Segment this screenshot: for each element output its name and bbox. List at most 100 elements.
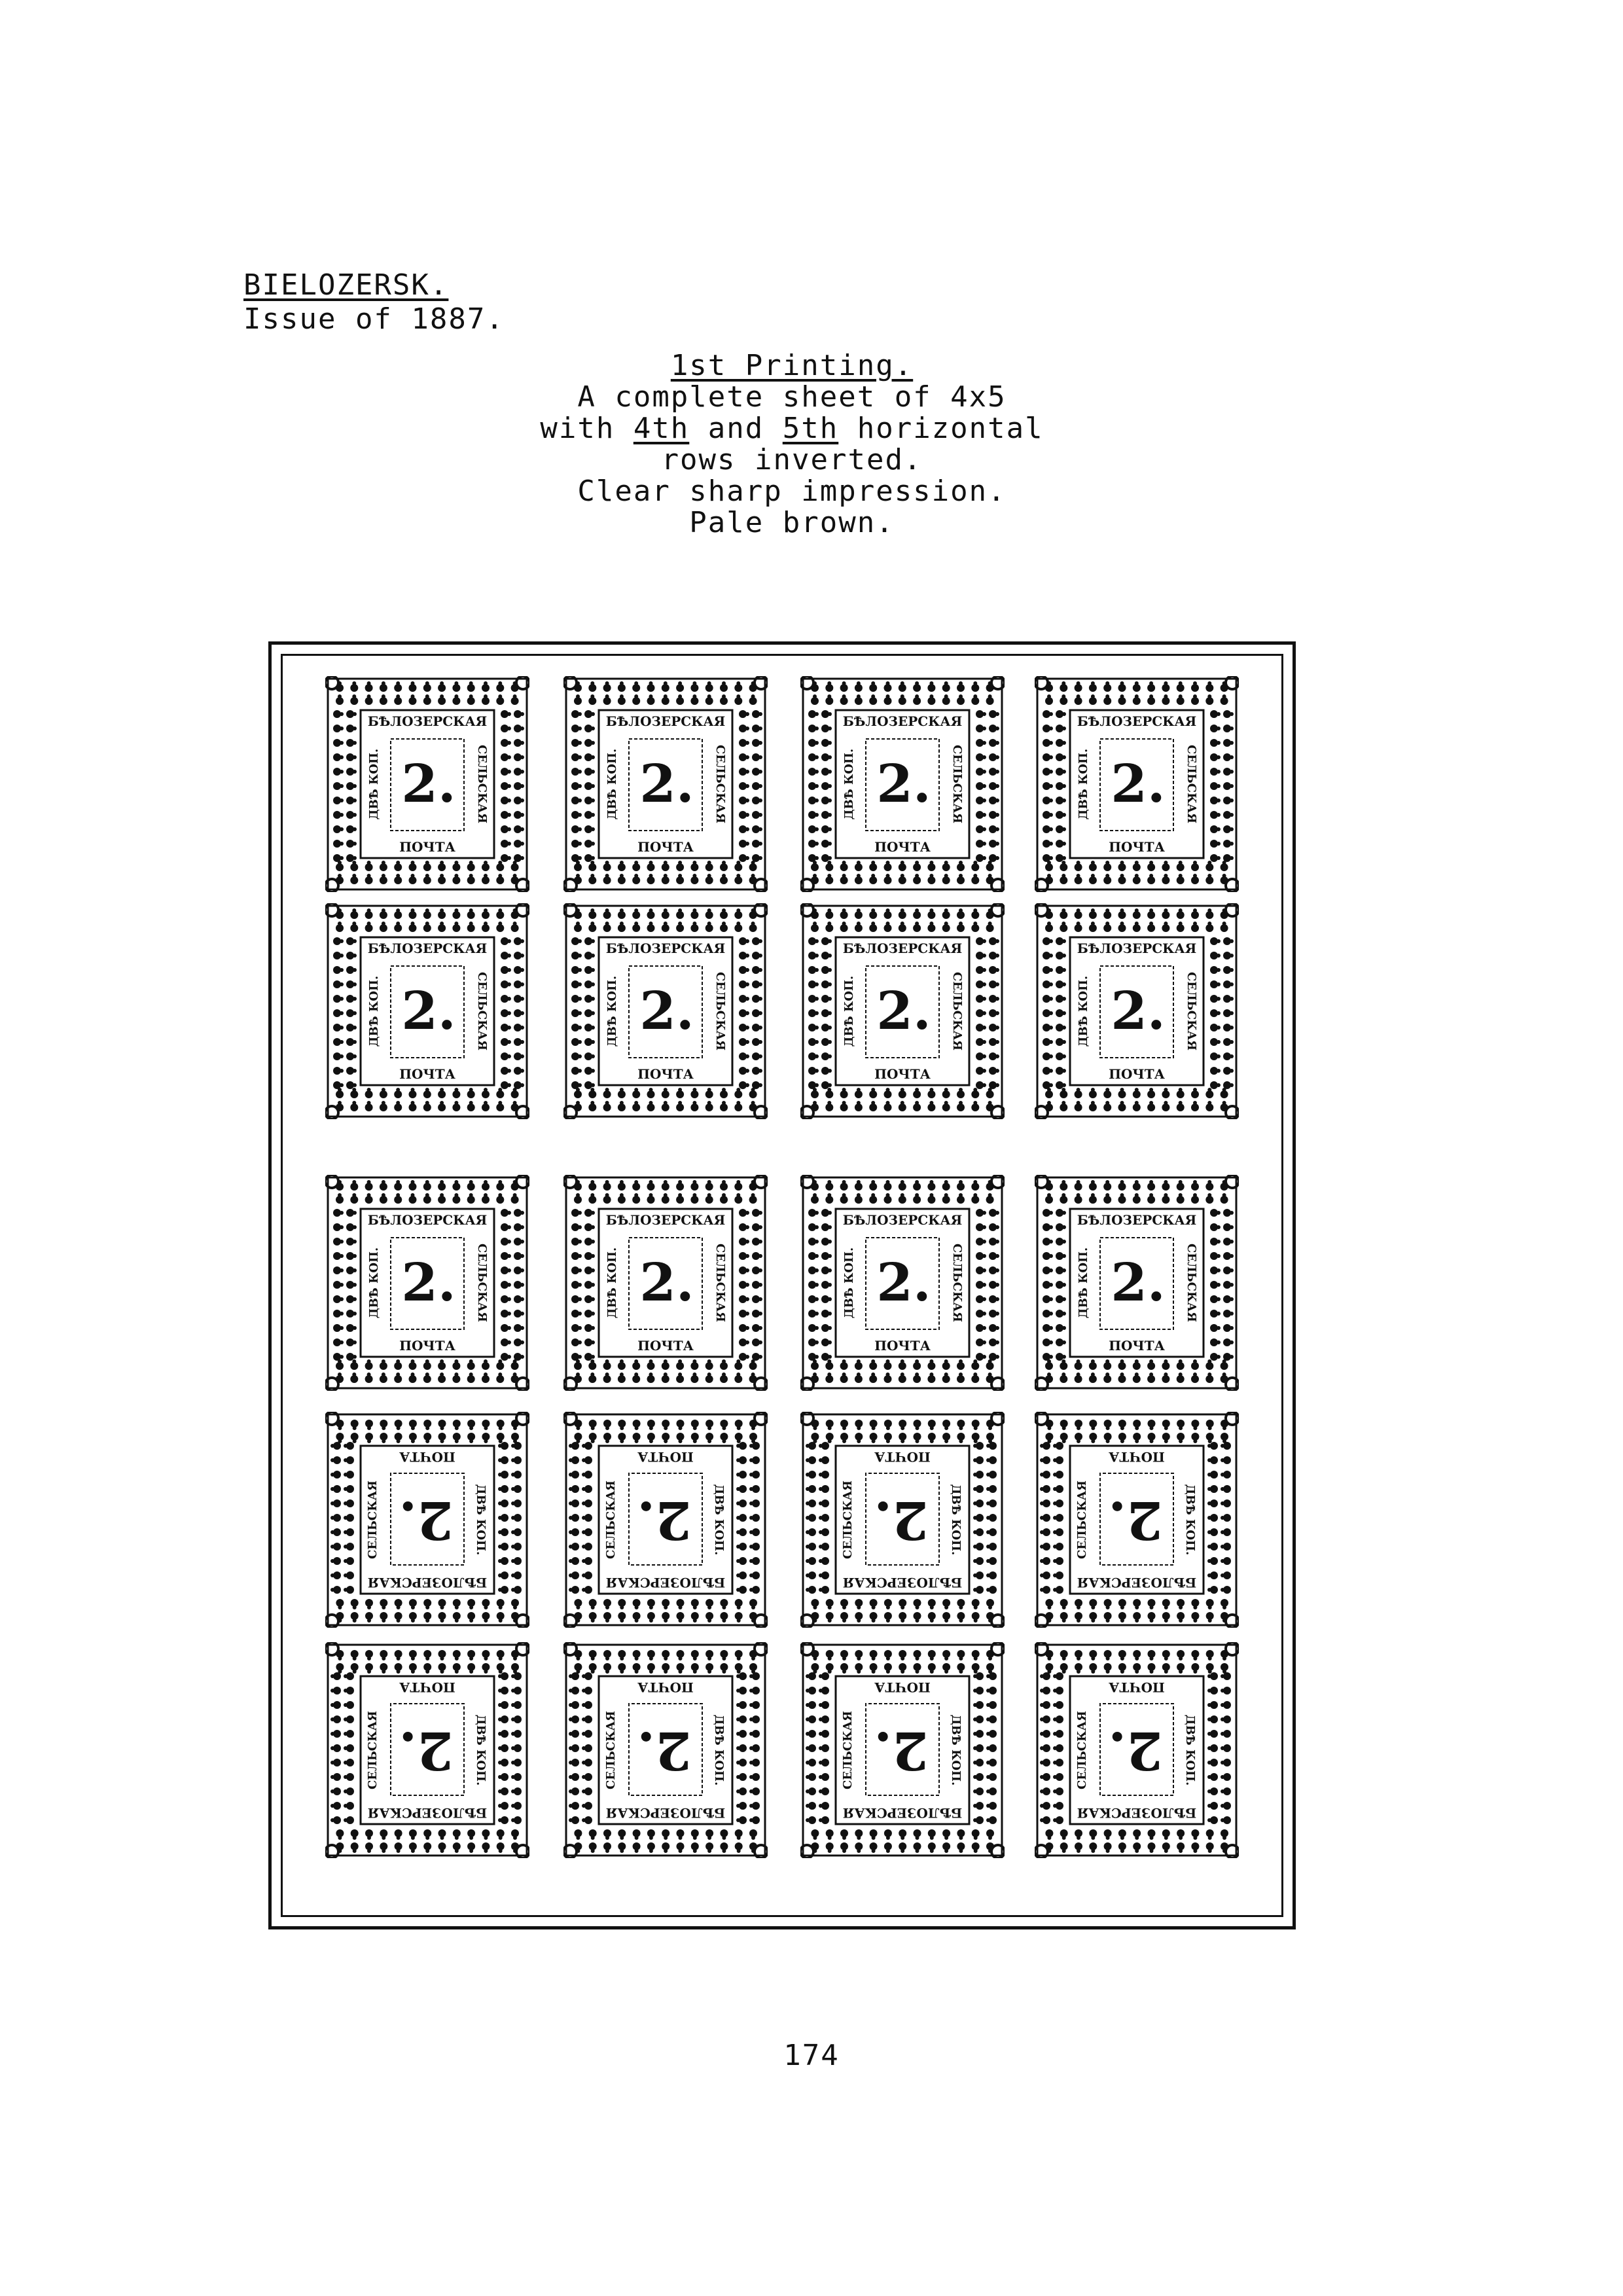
stamp-right-text: СЕЛЬСКАЯ	[475, 745, 489, 823]
caption-line: rows inverted.	[661, 443, 923, 476]
stamp-left-text: ДВѢ КОП.	[605, 1247, 619, 1319]
stamp-bottom-text: ПОЧТА	[1109, 1066, 1165, 1082]
stamp-top-text: БѢЛОЗЕРСКАЯ	[606, 1575, 726, 1590]
stamp-top-text: БѢЛОЗЕРСКАЯ	[368, 713, 488, 729]
stamp-value: 2.	[399, 1720, 454, 1782]
stamp-right-text: СЕЛЬСКАЯ	[604, 1480, 618, 1559]
stamp-left-text: ДВѢ КОП.	[1077, 749, 1090, 820]
caption-text: and	[689, 412, 783, 445]
stamp-value: 2.	[874, 1720, 929, 1782]
ornament-border	[563, 676, 768, 892]
stamp-value: 2.	[1108, 1490, 1163, 1551]
stamp-value: 2.	[637, 1720, 692, 1782]
stamp-left-text: ДВѢ КОП.	[842, 749, 856, 820]
stamp-left-text: ДВѢ КОП.	[842, 1247, 856, 1319]
stamp-right-text: СЕЛЬСКАЯ	[366, 1480, 380, 1559]
stamp-right-text: СЕЛЬСКАЯ	[950, 1244, 964, 1322]
stamp-left-text: ДВѢ КОП.	[712, 1484, 726, 1556]
stamp-left-text: ДВѢ КОП.	[949, 1484, 963, 1556]
stamp-right-text: СЕЛЬСКАЯ	[1185, 1244, 1198, 1322]
stamp-top-text: БѢЛОЗЕРСКАЯ	[606, 1212, 726, 1228]
stamp-right-text: СЕЛЬСКАЯ	[713, 745, 727, 823]
stamp-bottom-text: ПОЧТА	[637, 1066, 694, 1082]
caption-text: with	[540, 412, 633, 445]
ornament-border	[563, 1412, 768, 1628]
stamp-bottom-text: ПОЧТА	[637, 839, 694, 855]
ornament-border	[1035, 1175, 1239, 1391]
caption-line: Clear sharp impression.	[577, 475, 1007, 508]
stamp-right-text: СЕЛЬСКАЯ	[841, 1480, 855, 1559]
stamp-top-text: БѢЛОЗЕРСКАЯ	[368, 1575, 488, 1590]
ornament-border	[1035, 1642, 1239, 1858]
heading-place: BIELOZERSK.	[243, 268, 449, 302]
stamp-bottom-text: ПОЧТА	[874, 1679, 930, 1695]
stamp-top-text: БѢЛОЗЕРСКАЯ	[368, 1805, 488, 1821]
stamp-bottom-text: ПОЧТА	[399, 1679, 455, 1695]
stamp-top-text: БѢЛОЗЕРСКАЯ	[606, 1805, 726, 1821]
stamp-left-text: ДВѢ КОП.	[1077, 976, 1090, 1047]
stamp-bottom-text: ПОЧТА	[1109, 839, 1165, 855]
stamp-bottom-text: ПОЧТА	[399, 839, 455, 855]
stamp-value: 2.	[876, 980, 931, 1041]
stamp-value: 2.	[1111, 1251, 1166, 1313]
stamp-right-text: СЕЛЬСКАЯ	[475, 1244, 489, 1322]
stamp-right-text: СЕЛЬСКАЯ	[604, 1711, 618, 1789]
ornament-border	[800, 676, 1005, 892]
stamp-right-text: СЕЛЬСКАЯ	[950, 745, 964, 823]
stamp-right-text: СЕЛЬСКАЯ	[841, 1711, 855, 1789]
stamp-bottom-text: ПОЧТА	[637, 1679, 693, 1695]
stamp-right-text: СЕЛЬСКАЯ	[950, 972, 964, 1050]
ornament-border	[325, 903, 529, 1119]
stamp-left-text: ДВѢ КОП.	[949, 1715, 963, 1786]
stamp-value: 2.	[401, 980, 456, 1041]
ornament-border	[800, 903, 1005, 1119]
stamp-right-text: СЕЛЬСКАЯ	[713, 972, 727, 1050]
stamp-value: 2.	[1108, 1720, 1163, 1782]
stamp-sheet-frame: БѢЛОЗЕРСКАЯ ПОЧТА ДВѢ КОП. СЕЛЬСКАЯ 2. БѢЛОЗЕ…	[268, 641, 1296, 1929]
stamp-value: 2.	[637, 1490, 692, 1551]
ornament-border	[325, 1412, 529, 1628]
caption-ordinal: 5th	[782, 412, 839, 445]
heading-issue: Issue of 1887.	[243, 302, 505, 336]
stamp-left-text: ДВѢ КОП.	[605, 749, 619, 820]
stamp-top-text: БѢЛОЗЕРСКАЯ	[368, 941, 488, 956]
stamp-sheet-inner-border	[281, 654, 1283, 1917]
stamp-value: 2.	[1111, 980, 1166, 1041]
stamp-top-text: БѢЛОЗЕРСКАЯ	[1077, 713, 1197, 729]
ornament-border	[1035, 903, 1239, 1119]
stamp-grid: БѢЛОЗЕРСКАЯ ПОЧТА ДВѢ КОП. СЕЛЬСКАЯ 2. БѢЛОЗЕ…	[272, 645, 1293, 1926]
stamp-value: 2.	[876, 753, 931, 814]
stamp: БѢЛОЗЕРСКАЯ ПОЧТА ДВѢ КОП. СЕЛЬСКАЯ 2.	[1035, 903, 1239, 1119]
stamp-top-text: БѢЛОЗЕРСКАЯ	[1077, 941, 1197, 956]
stamp-right-text: СЕЛЬСКАЯ	[1185, 972, 1198, 1050]
stamp-right-text: СЕЛЬСКАЯ	[1185, 745, 1198, 823]
stamp-left-text: ДВѢ КОП.	[367, 1247, 381, 1319]
stamp-left-text: ДВѢ КОП.	[605, 976, 619, 1047]
stamp-bottom-text: ПОЧТА	[399, 1066, 455, 1082]
stamp-left-text: ДВѢ КОП.	[474, 1484, 488, 1556]
stamp-bottom-text: ПОЧТА	[399, 1449, 455, 1465]
caption-ordinal: 4th	[633, 412, 690, 445]
stamp-value: 2.	[401, 1251, 456, 1313]
caption-line: Pale brown.	[689, 506, 895, 539]
stamp-left-text: ДВѢ КОП.	[1077, 1247, 1090, 1319]
stamp-bottom-text: ПОЧТА	[874, 839, 931, 855]
stamp-left-text: ДВѢ КОП.	[367, 976, 381, 1047]
stamp-bottom-text: ПОЧТА	[874, 1066, 931, 1082]
ornament-border	[563, 903, 768, 1119]
stamp-value: 2.	[874, 1490, 929, 1551]
stamp-top-text: БѢЛОЗЕРСКАЯ	[843, 941, 963, 956]
